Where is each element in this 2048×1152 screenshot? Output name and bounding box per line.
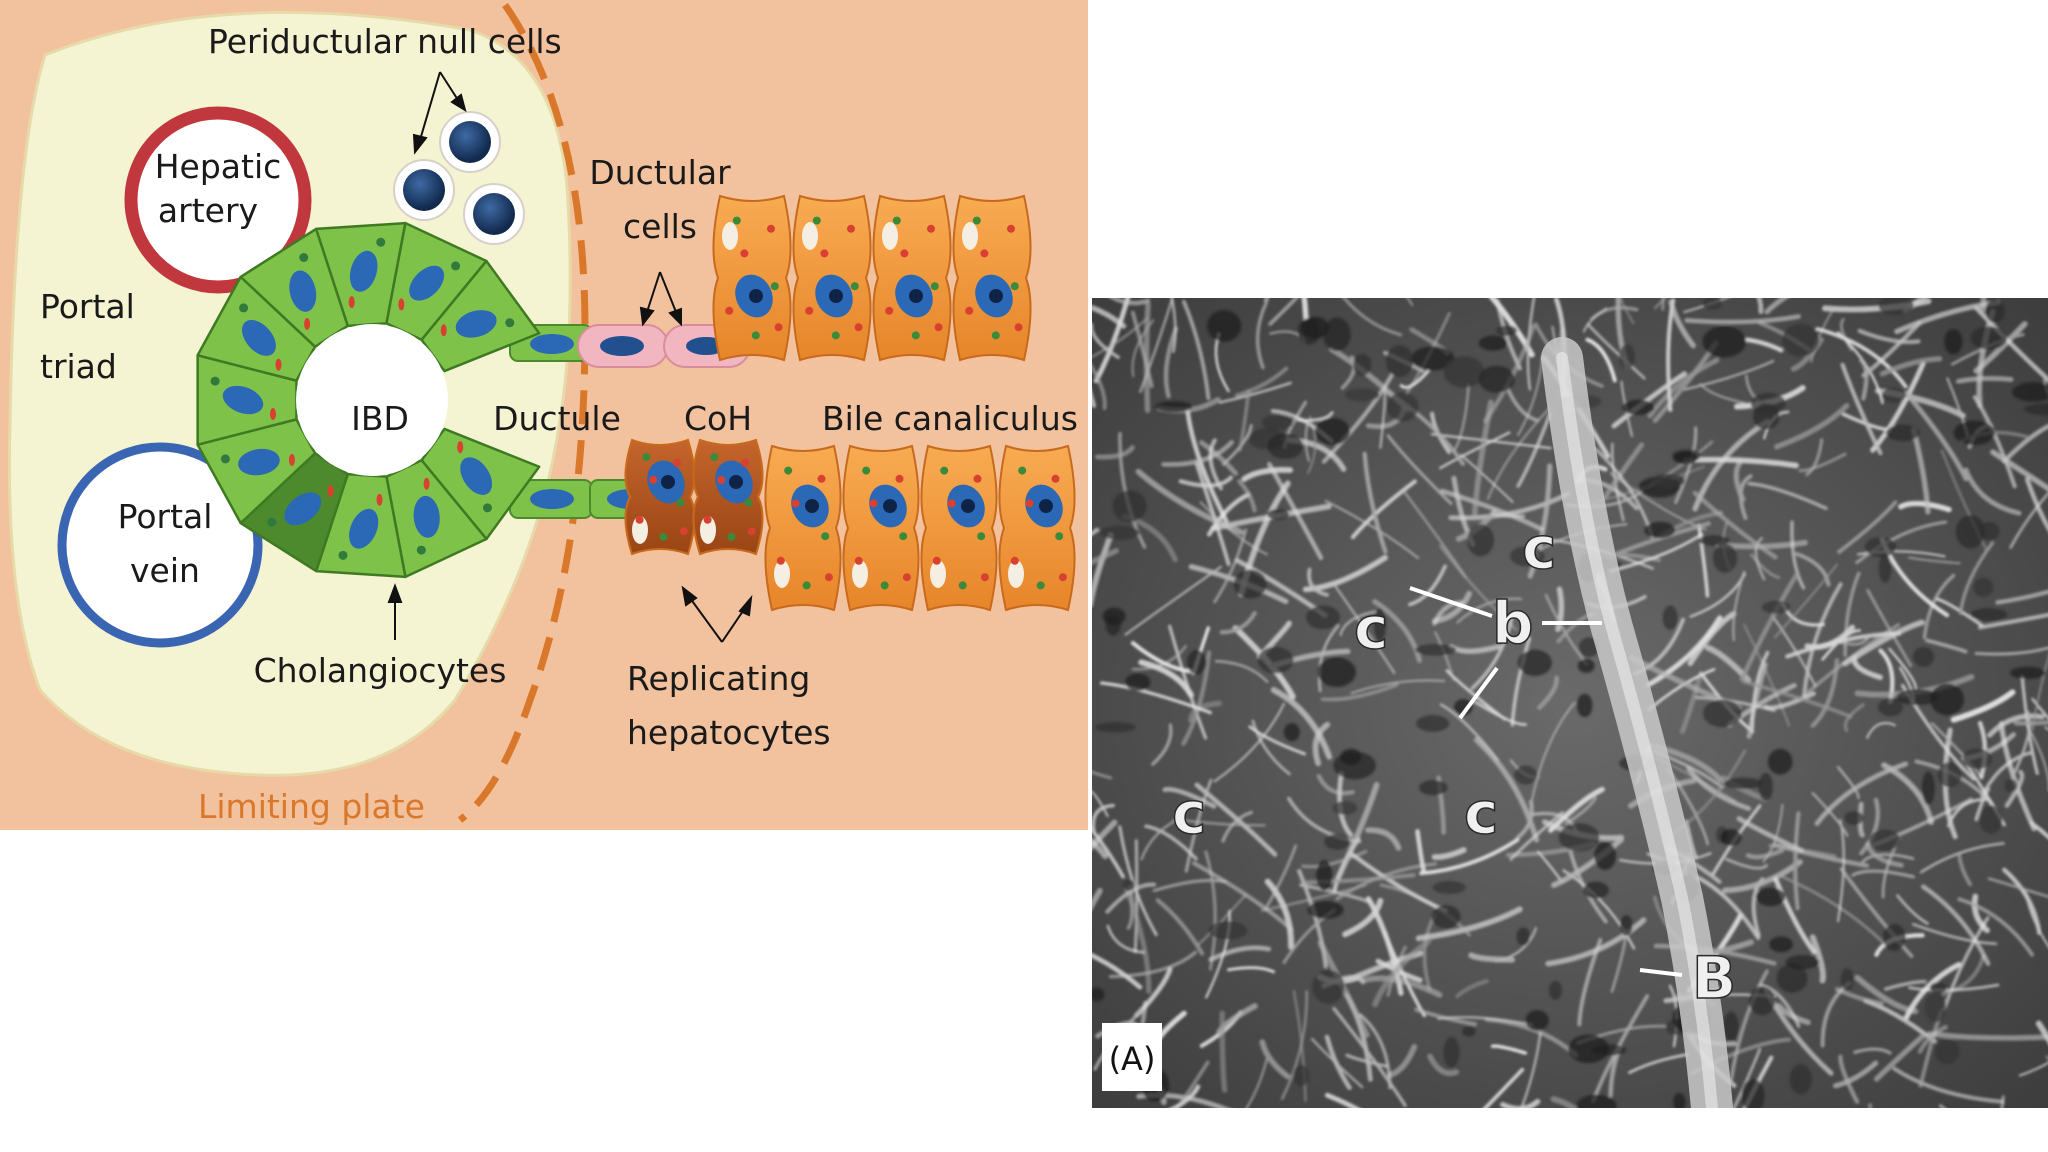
panel-label-box [1102, 1023, 1162, 1091]
replicating-hepatocytes-label-1: Replicating [627, 659, 810, 698]
annotation-b: b [1492, 589, 1534, 657]
panel-label: (A) [1109, 1040, 1156, 1078]
hepatocyte-cell [920, 444, 998, 612]
null-cells-arrows [412, 71, 467, 155]
bile-canaliculus-label: Bile canaliculus [822, 399, 1078, 438]
ductular-cells-arrows [639, 271, 682, 327]
annotation-c-left: c [1354, 594, 1388, 662]
sem-micrograph: c c b c c B (A) [1092, 298, 2048, 1108]
hepatocyte-cell [712, 194, 792, 362]
replicating-hepatocytes-arrows [681, 585, 753, 643]
coh-label: CoH [684, 399, 752, 438]
interlobular-bile-duct [196, 221, 541, 579]
ductular-cells-label-2: cells [623, 207, 697, 246]
portal-vein-label-1: Portal [118, 497, 213, 536]
annotation-c-lower-left: c [1172, 779, 1206, 847]
annotation-c-top: c [1522, 514, 1556, 582]
limiting-plate-line [457, 3, 589, 823]
portal-triad-label-2: triad [40, 347, 117, 386]
portal-vein [57, 442, 263, 648]
hepatocyte-cell [998, 444, 1076, 612]
annotation-leaders [1409, 586, 1683, 977]
hepatocytes-lower-row [764, 444, 1076, 612]
ibd-label: IBD [351, 399, 409, 438]
cholangiocytes-label: Cholangiocytes [254, 651, 507, 690]
hepatocyte-cell [842, 444, 920, 612]
micrograph-fibers [1092, 298, 2048, 1108]
annotation-c-center: c [1464, 779, 1498, 847]
hepatocyte-cell [624, 438, 696, 556]
annotation-B: B [1692, 944, 1736, 1012]
cholangiocytes-arrow [387, 583, 403, 640]
liver-portal-diagram: Periductular null cells Hepatic artery D… [0, 0, 1088, 830]
hepatic-artery-label-1: Hepatic [155, 147, 282, 186]
ductular-cells-label-1: Ductular [589, 153, 731, 192]
hepatocyte-cell [692, 438, 764, 556]
periductular-null-cells [393, 111, 525, 245]
hepatocyte-cell [792, 194, 872, 362]
hepatocyte-cell [952, 194, 1032, 362]
portal-vein-label-2: vein [130, 551, 200, 590]
hepatocyte-cell [764, 444, 842, 612]
hepatocytes-upper-row [712, 194, 1032, 362]
hepatocyte-cell [872, 194, 952, 362]
replicating-hepatocytes-label-2: hepatocytes [627, 713, 831, 752]
limiting-plate-label: Limiting plate [198, 787, 425, 826]
ductule-label: Ductule [493, 399, 621, 438]
hepatic-artery [124, 106, 312, 294]
replicating-hepatocytes [624, 438, 764, 556]
hepatic-artery-label-2: artery [158, 191, 258, 230]
periductular-null-cells-label: Periductular null cells [208, 22, 562, 61]
portal-triad-label-1: Portal [40, 287, 135, 326]
